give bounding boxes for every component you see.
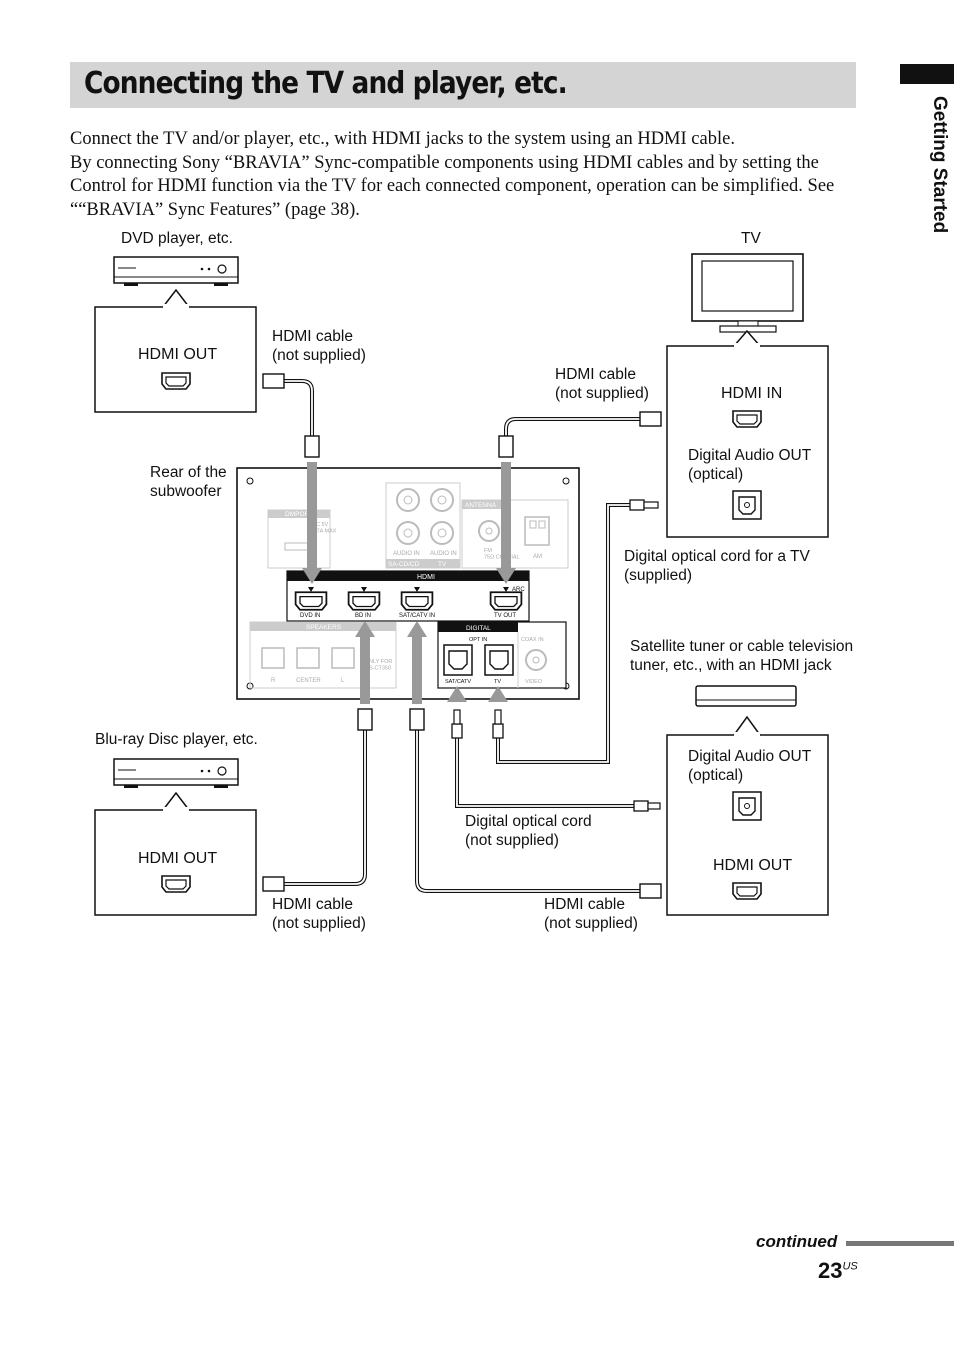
page-number-suffix: US xyxy=(842,1260,858,1273)
subwoofer-label: Rear of the subwoofer xyxy=(150,464,227,500)
digital-label: DIGITAL xyxy=(466,625,491,632)
tv-optical-cable-label: Digital optical cord for a TV (supplied) xyxy=(624,548,810,584)
dvd-hdmi-cable xyxy=(262,373,322,584)
dvd-in-label: DVD IN xyxy=(300,613,320,619)
page-number: 23US xyxy=(818,1258,858,1284)
bluray-hdmi-cable xyxy=(262,621,375,892)
section-tab-label: Getting Started xyxy=(929,96,950,234)
tuner-icon xyxy=(695,685,797,736)
dvd-hdmi-cable-label: HDMI cable (not supplied) xyxy=(272,328,366,364)
section-tab-marker xyxy=(900,64,954,84)
bluray-player-label: Blu-ray Disc player, etc. xyxy=(95,731,258,748)
bluray-hdmi-cable-label: HDMI cable (not supplied) xyxy=(272,896,366,932)
tuner-optical-label: Digital Audio OUT (optical) xyxy=(688,748,812,784)
arc-label: ARC xyxy=(512,587,525,593)
bd-in-label: BD IN xyxy=(355,613,371,619)
bluray-player-icon xyxy=(113,758,239,811)
tuner-optical-cable xyxy=(447,686,661,812)
bluray-hdmi-out-port xyxy=(161,875,191,893)
dvd-callout-box xyxy=(94,306,257,413)
tuner-hdmi-out-label: HDMI OUT xyxy=(713,857,793,874)
tv-optical-cable xyxy=(488,499,659,764)
audio-in-label-2: AUDIO IN xyxy=(430,551,457,557)
antenna-label: ANTENNA xyxy=(465,502,497,509)
dvd-hdmi-out-port xyxy=(161,372,191,390)
tv-label: TV xyxy=(741,230,761,247)
opt-tv-label: TV xyxy=(494,679,501,685)
tv-optical-out-port xyxy=(732,490,762,520)
intro-line-1: Connect the TV and/or player, etc., with… xyxy=(70,129,735,149)
page-number-value: 23 xyxy=(818,1258,843,1283)
opt-in-label: OPT IN xyxy=(469,637,487,643)
tv-hdmi-cable xyxy=(496,411,662,584)
tuner-hdmi-out-port xyxy=(732,882,762,900)
tuner-optical-cable-label: Digital optical cord (not supplied) xyxy=(465,813,592,849)
tv-hdmi-in-label: HDMI IN xyxy=(721,385,783,402)
tv-optical-label: Digital Audio OUT (optical) xyxy=(688,447,812,483)
intro-text: Connect the TV and/or player, etc., with… xyxy=(70,128,870,222)
dvd-player-icon xyxy=(113,256,239,308)
dmport-label: DMPORT xyxy=(285,511,313,518)
video-label: VIDEO xyxy=(525,679,543,685)
hdmi-section-label: HDMI xyxy=(417,574,435,581)
am-label: AM xyxy=(533,554,542,560)
intro-line-2: By connecting Sony “BRAVIA” Sync-compati… xyxy=(70,152,835,220)
tv-hdmi-cable-label: HDMI cable (not supplied) xyxy=(555,366,649,402)
bluray-callout-box xyxy=(94,809,257,916)
speaker-l-label: L xyxy=(341,678,345,684)
dvd-player-label: DVD player, etc. xyxy=(121,230,233,247)
page-title: Connecting the TV and player, etc. xyxy=(84,66,568,101)
tv-out-label: TV OUT xyxy=(494,613,516,619)
tv-hdmi-in-port xyxy=(732,410,762,428)
sat-in-label: SAT/CATV IN xyxy=(399,613,435,619)
continued-rule xyxy=(846,1241,954,1246)
speaker-r-label: R xyxy=(271,678,276,684)
speaker-center-label: CENTER xyxy=(296,678,321,684)
tuner-optical-out-port xyxy=(732,791,762,821)
tuner-label: Satellite tuner or cable television tune… xyxy=(630,638,854,674)
sat-catv-label: SAT/CATV xyxy=(445,679,471,685)
tuner-hdmi-cable-label: HDMI cable (not supplied) xyxy=(544,896,638,932)
continued-label: continued xyxy=(756,1232,838,1251)
sacd-label: SA-CD/CD xyxy=(388,561,420,568)
audio-in-label-1: AUDIO IN xyxy=(393,551,420,557)
coax-in-label: COAX IN xyxy=(521,637,544,643)
tuner-hdmi-cable xyxy=(407,621,662,899)
speakers-label: SPEAKERS xyxy=(306,624,342,631)
bluray-hdmi-out-label: HDMI OUT xyxy=(138,850,218,867)
dvd-hdmi-out-label: HDMI OUT xyxy=(138,346,218,363)
title-bar: Connecting the TV and player, etc. xyxy=(70,62,856,108)
tv-icon xyxy=(691,253,804,347)
audio-tv-label: TV xyxy=(438,561,447,568)
